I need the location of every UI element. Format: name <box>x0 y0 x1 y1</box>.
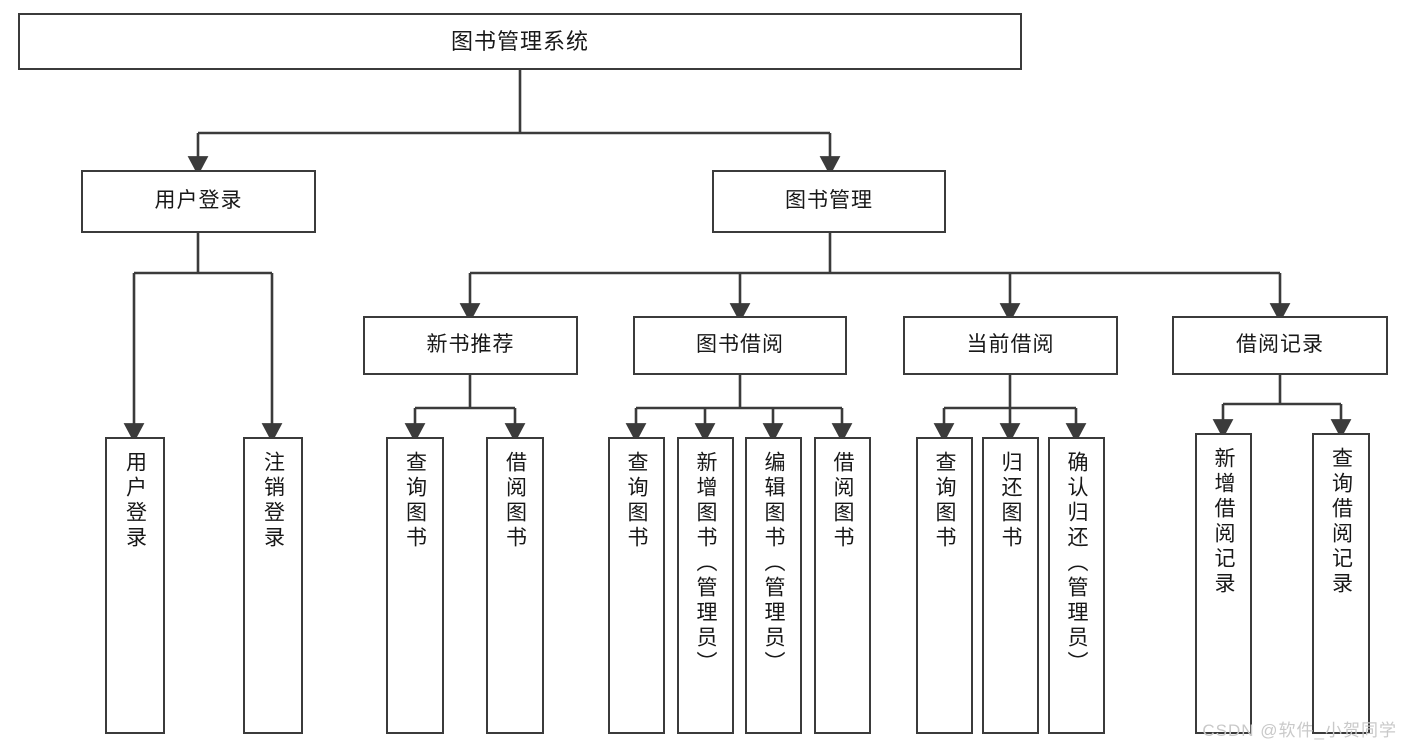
leaf-current-borrow-return-label: 归还图书 <box>999 451 1022 551</box>
leaf-user-login-signout[interactable]: 注销登录 <box>243 437 303 734</box>
leaf-book-borrow-query[interactable]: 查询图书 <box>608 437 665 734</box>
leaf-current-borrow-return[interactable]: 归还图书 <box>982 437 1039 734</box>
leaf-book-borrow-lend-label: 借阅图书 <box>831 451 854 551</box>
node-borrow-record-label: 借阅记录 <box>1236 333 1324 357</box>
leaf-new-books-query-label: 查询图书 <box>403 451 427 551</box>
leaf-book-borrow-edit[interactable]: 编辑图书（管理员） <box>745 437 802 734</box>
node-current-borrow[interactable]: 当前借阅 <box>903 316 1118 375</box>
node-current-borrow-label: 当前借阅 <box>966 333 1055 357</box>
leaf-new-books-query[interactable]: 查询图书 <box>386 437 444 734</box>
leaf-borrow-record-query[interactable]: 查询借阅记录 <box>1312 433 1370 734</box>
node-new-book-recommend-label: 新书推荐 <box>426 333 515 357</box>
leaf-borrow-record-add-label: 新增借阅记录 <box>1212 447 1235 597</box>
leaf-book-borrow-add-label: 新增图书（管理员） <box>694 451 717 676</box>
node-book-management[interactable]: 图书管理 <box>712 170 946 233</box>
leaf-current-borrow-query[interactable]: 查询图书 <box>916 437 973 734</box>
node-new-book-recommend[interactable]: 新书推荐 <box>363 316 578 375</box>
leaf-user-login-signin[interactable]: 用户登录 <box>105 437 165 734</box>
leaf-book-borrow-query-label: 查询图书 <box>625 451 648 551</box>
leaf-user-login-signout-label: 注销登录 <box>261 451 285 551</box>
leaf-current-borrow-confirm-return-label: 确认归还（管理员） <box>1065 451 1088 676</box>
leaf-current-borrow-query-label: 查询图书 <box>933 451 956 551</box>
node-user-login[interactable]: 用户登录 <box>81 170 316 233</box>
leaf-new-books-borrow-label: 借阅图书 <box>503 451 527 551</box>
node-book-borrow[interactable]: 图书借阅 <box>633 316 847 375</box>
leaf-current-borrow-confirm-return[interactable]: 确认归还（管理员） <box>1048 437 1105 734</box>
node-book-borrow-label: 图书借阅 <box>696 333 784 357</box>
leaf-new-books-borrow[interactable]: 借阅图书 <box>486 437 544 734</box>
leaf-book-borrow-edit-label: 编辑图书（管理员） <box>762 451 785 676</box>
watermark: CSDN @软件_小贺同学 <box>1202 721 1397 740</box>
leaf-user-login-signin-label: 用户登录 <box>123 451 147 551</box>
node-root-label: 图书管理系统 <box>450 28 589 54</box>
leaf-borrow-record-query-label: 查询借阅记录 <box>1329 447 1353 597</box>
node-borrow-record[interactable]: 借阅记录 <box>1172 316 1388 375</box>
leaf-borrow-record-add[interactable]: 新增借阅记录 <box>1195 433 1252 734</box>
node-user-login-label: 用户登录 <box>154 189 243 213</box>
node-book-management-label: 图书管理 <box>785 189 873 213</box>
node-root[interactable]: 图书管理系统 <box>18 13 1022 70</box>
leaf-book-borrow-lend[interactable]: 借阅图书 <box>814 437 871 734</box>
leaf-book-borrow-add[interactable]: 新增图书（管理员） <box>677 437 734 734</box>
